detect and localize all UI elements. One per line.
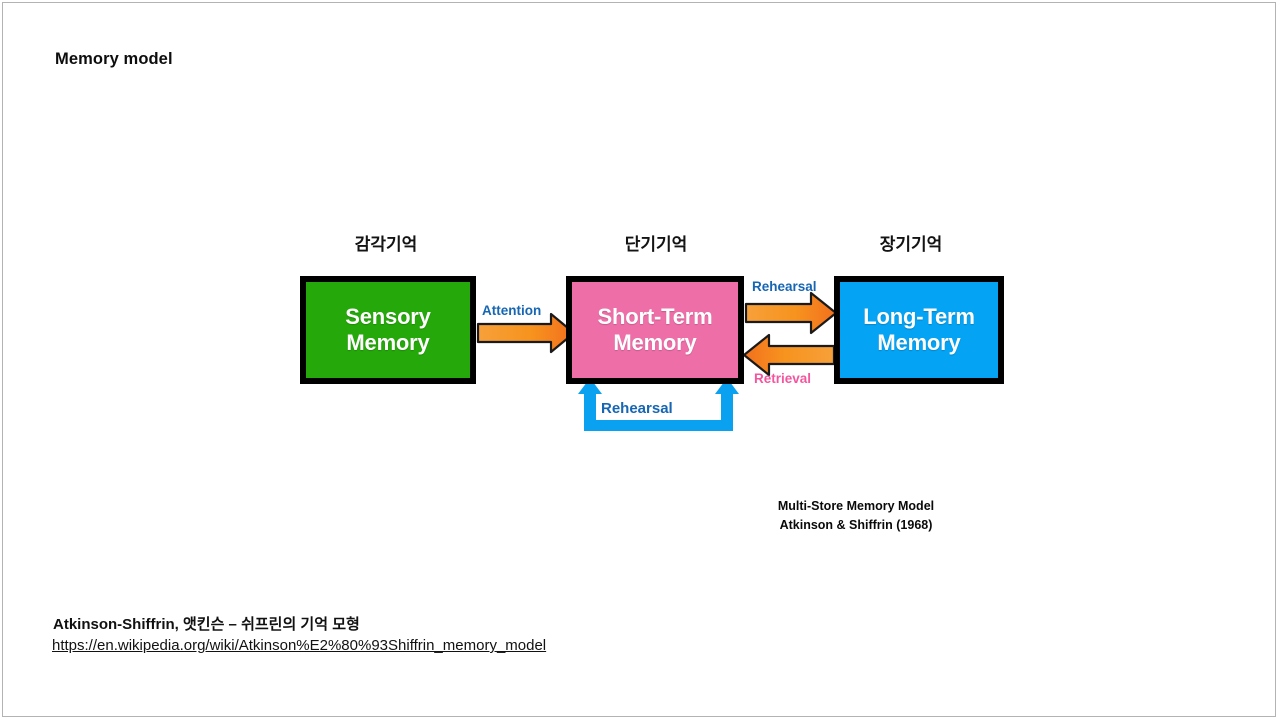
arrow-rehearsal-top-icon: [744, 291, 838, 335]
memory-box-sensory: Sensory Memory: [300, 276, 476, 384]
arrow-layer: [476, 291, 838, 431]
footer-title: Atkinson-Shiffrin, 앳킨슨 – 쉬프린의 기억 모형: [53, 616, 360, 633]
memory-box-long-term-label: Long-Term Memory: [863, 304, 975, 355]
column-label-short-term-kr: 단기기억: [624, 235, 688, 254]
arrow-label-rehearsal-top: Rehearsal: [752, 279, 817, 294]
caption-line-2: Atkinson & Shiffrin (1968): [779, 517, 933, 532]
long-term-line-2: Memory: [877, 330, 961, 355]
footer-wikipedia-link[interactable]: https://en.wikipedia.org/wiki/Atkinson%E…: [52, 637, 547, 654]
memory-box-short-term: Short-Term Memory: [566, 276, 744, 384]
page-title: Memory model: [55, 50, 173, 68]
arrow-label-rehearsal-loop: Rehearsal: [601, 400, 673, 417]
caption-line-1: Multi-Store Memory Model: [777, 499, 935, 513]
arrow-retrieval-icon: [742, 333, 836, 377]
sensory-line-2: Memory: [346, 330, 430, 355]
memory-box-long-term: Long-Term Memory: [834, 276, 1004, 384]
column-label-sensory-kr: 감각기억: [354, 235, 418, 254]
short-term-line-2: Memory: [613, 330, 697, 355]
short-term-line-1: Short-Term: [597, 304, 713, 330]
memory-box-sensory-label: Sensory Memory: [345, 304, 431, 355]
memory-box-short-term-label: Short-Term Memory: [598, 304, 713, 355]
sensory-line-1: Sensory: [345, 304, 431, 330]
long-term-line-1: Long-Term: [863, 304, 975, 330]
arrow-label-retrieval: Retrieval: [754, 371, 812, 386]
arrow-rehearsal-loop-icon: [578, 378, 739, 431]
arrow-label-attention: Attention: [482, 303, 542, 318]
memory-model-diagram: 감각기억 단기기억 장기기억: [296, 218, 1016, 538]
diagram-source-caption: Multi-Store Memory Model Atkinson & Shif…: [742, 497, 970, 535]
column-label-long-term-kr: 장기기억: [879, 235, 943, 254]
arrow-attention-icon: [476, 312, 576, 354]
